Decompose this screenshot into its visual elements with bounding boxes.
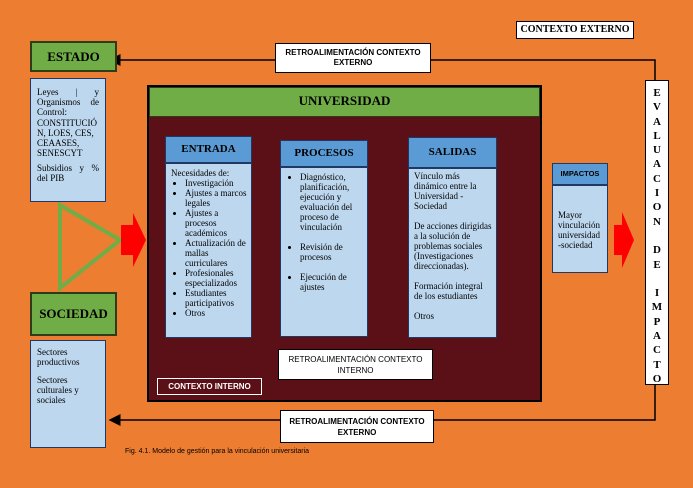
evaluacion-letter: U xyxy=(653,144,661,157)
estado-line1: Leyes | y Organismos de Control: xyxy=(37,87,99,117)
input-red-arrow xyxy=(121,213,146,267)
impactos-body: Mayor vinculación universidad -sociedad xyxy=(552,185,608,273)
entrada-item: Investigación xyxy=(185,178,247,188)
sociedad-body: Sectores productivos Sectores culturales… xyxy=(30,340,106,448)
contexto-externo-label: CONTEXTO EXTERNO xyxy=(516,21,634,39)
evaluacion-letter: E xyxy=(653,87,661,99)
evaluacion-letter: O xyxy=(652,201,662,214)
entrada-item: Ajustes a marcos legales xyxy=(185,188,247,208)
evaluacion-letter: V xyxy=(653,101,661,114)
sociedad-line2: Sectores culturales y sociales xyxy=(37,375,79,405)
salidas-body: Vínculo más dinámico entre la Universida… xyxy=(408,168,497,338)
salidas-p2: De acciones dirigidas a la solución de p… xyxy=(414,221,492,271)
evaluacion-letter: L xyxy=(653,129,661,142)
retro-interno-box: RETROALIMENTACIÓN CONTEXTO INTERNO xyxy=(278,349,433,380)
salidas-p3: Formación integral de los estudiantes xyxy=(414,281,483,301)
figure-caption: Fig. 4.1. Modelo de gestión para la vinc… xyxy=(125,448,310,455)
output-red-arrow xyxy=(614,212,634,268)
entrada-item: Otros xyxy=(185,308,247,318)
universidad-title: UNIVERSIDAD xyxy=(149,87,540,117)
entrada-body: Necesidades de: Investigación Ajustes a … xyxy=(165,163,252,338)
entrada-item: Actualización de mallas curriculares xyxy=(185,238,247,268)
evaluacion-letter: I xyxy=(654,187,660,200)
entrada-title: ENTRADA xyxy=(165,136,252,163)
sociedad-title: SOCIEDAD xyxy=(30,292,117,336)
evaluacion-letter: P xyxy=(653,315,661,328)
evaluacion-letter: C xyxy=(653,344,661,357)
entrada-item: Ajustes a procesos académicos xyxy=(185,208,247,238)
salidas-title: SALIDAS xyxy=(408,137,497,168)
evaluacion-letter: O xyxy=(652,372,662,385)
entrada-list: Investigación Ajustes a marcos legales A… xyxy=(171,178,247,318)
procesos-list: Diagnóstico, planificación, ejecución y … xyxy=(286,172,363,292)
salidas-p4: Otros xyxy=(414,311,434,321)
impactos-title: IMPACTOS xyxy=(552,163,608,185)
evaluacion-letter: A xyxy=(653,115,661,128)
evaluacion-letter: T xyxy=(653,358,661,371)
retro-externo-top: RETROALIMENTACIÓN CONTEXTO EXTERNO xyxy=(275,43,431,73)
evaluacion-letter: C xyxy=(653,172,661,185)
estado-line3: Subsidios y % del PIB xyxy=(37,163,99,183)
evaluacion-letter: A xyxy=(653,158,661,171)
evaluacion-letter xyxy=(646,272,668,286)
procesos-title: PROCESOS xyxy=(280,140,368,167)
estado-line2: CONSTITUCIÓN, LOES, CES, CEAASES, SENESC… xyxy=(37,118,97,158)
evaluacion-letter: D xyxy=(653,244,661,257)
entrada-item: Profesionales especializados xyxy=(185,268,247,288)
contexto-interno-label: CONTEXTO INTERNO xyxy=(157,378,262,395)
evaluacion-letter xyxy=(646,229,668,243)
procesos-item: Ejecución de ajustes xyxy=(300,272,363,292)
entrada-intro: Necesidades de: xyxy=(171,168,230,178)
evaluacion-letter: A xyxy=(653,330,661,343)
salidas-p1: Vínculo más dinámico entre la Universida… xyxy=(414,171,477,211)
procesos-body: Diagnóstico, planificación, ejecución y … xyxy=(280,167,368,337)
estado-title: ESTADO xyxy=(30,41,117,72)
evaluacion-letter: E xyxy=(653,258,661,271)
estado-sociedad-triangle xyxy=(58,201,124,293)
procesos-item: Revisión de procesos xyxy=(300,242,363,262)
estado-body: Leyes | y Organismos de Control: CONSTIT… xyxy=(30,78,106,202)
evaluacion-letter: M xyxy=(651,301,663,314)
evaluacion-letter: I xyxy=(654,287,660,300)
entrada-item: Estudiantes participativos xyxy=(185,288,247,308)
retro-externo-bottom: RETROALIMENTACIÓN CONTEXTO EXTERNO xyxy=(280,410,434,443)
sociedad-line1: Sectores productivos xyxy=(37,347,80,367)
evaluacion-letter: N xyxy=(653,215,661,228)
procesos-item: Diagnóstico, planificación, ejecución y … xyxy=(300,172,363,232)
